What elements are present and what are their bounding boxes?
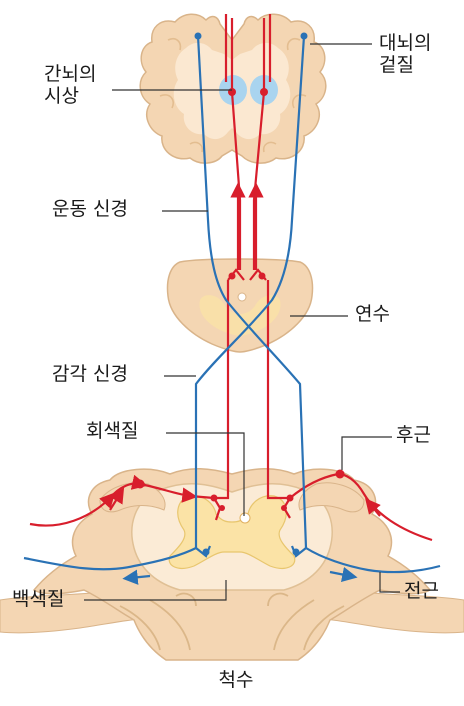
sensory-relay-left (214, 280, 230, 500)
motor-pathway (29, 14, 433, 542)
afferent-right (289, 472, 433, 542)
label-thalamus-line2: 시상 (44, 84, 79, 107)
label-thalamus-line1: 간뇌의 (44, 63, 97, 85)
label-ventral-root: 전근 (404, 580, 439, 602)
blue-pathway (23, 35, 441, 585)
leader-white-matter (84, 580, 227, 601)
medulla-oblongata (166, 258, 314, 353)
label-gray-matter: 회색질 (86, 420, 139, 442)
spinal-central-canal (239, 512, 251, 524)
sensory-relay-right (266, 280, 290, 500)
leader-dorsal-root (341, 436, 392, 470)
vertebra-lower-detail (119, 592, 345, 651)
efferent-right (305, 547, 441, 574)
label-thalamus: 간뇌의 시상 (44, 63, 97, 108)
blue-neuron-bodies (194, 32, 308, 556)
leader-lines (84, 43, 400, 601)
spinal-cord-gray-matter (168, 495, 296, 569)
motor-tract-left-upper (224, 14, 242, 270)
label-cerebral-cortex-line1: 대뇌의 (379, 32, 432, 54)
spinal-cord-section (0, 467, 464, 661)
blue-tract-left (196, 35, 308, 549)
afferent-left-arrow (109, 487, 125, 511)
label-cerebral-cortex-line2: 겉질 (379, 53, 414, 76)
label-sensory-nerve: 감각 신경 (52, 363, 128, 385)
efferent-right-arrow (329, 566, 358, 583)
label-white-matter: 백색질 (12, 588, 65, 610)
efferent-left-arrow (122, 569, 151, 585)
label-cerebral-cortex: 대뇌의 겉질 (379, 32, 432, 77)
dorsal-root-ganglion-right (298, 482, 365, 513)
motor-neuron-bodies (135, 88, 345, 511)
leader-ventral-root (379, 572, 400, 593)
afferent-left (29, 474, 215, 527)
label-dorsal-root: 후근 (396, 424, 431, 446)
afferent-right-arrow (365, 498, 381, 517)
label-spinal-cord: 척수 (218, 669, 254, 691)
efferent-left (23, 547, 197, 571)
label-motor-nerve: 운동 신경 (52, 198, 128, 220)
leader-gray-matter (166, 432, 245, 516)
blue-tract-right (194, 35, 306, 548)
motor-tract-right-upper (252, 14, 272, 270)
label-medulla: 연수 (355, 303, 390, 325)
medulla-central-canal (237, 292, 247, 302)
